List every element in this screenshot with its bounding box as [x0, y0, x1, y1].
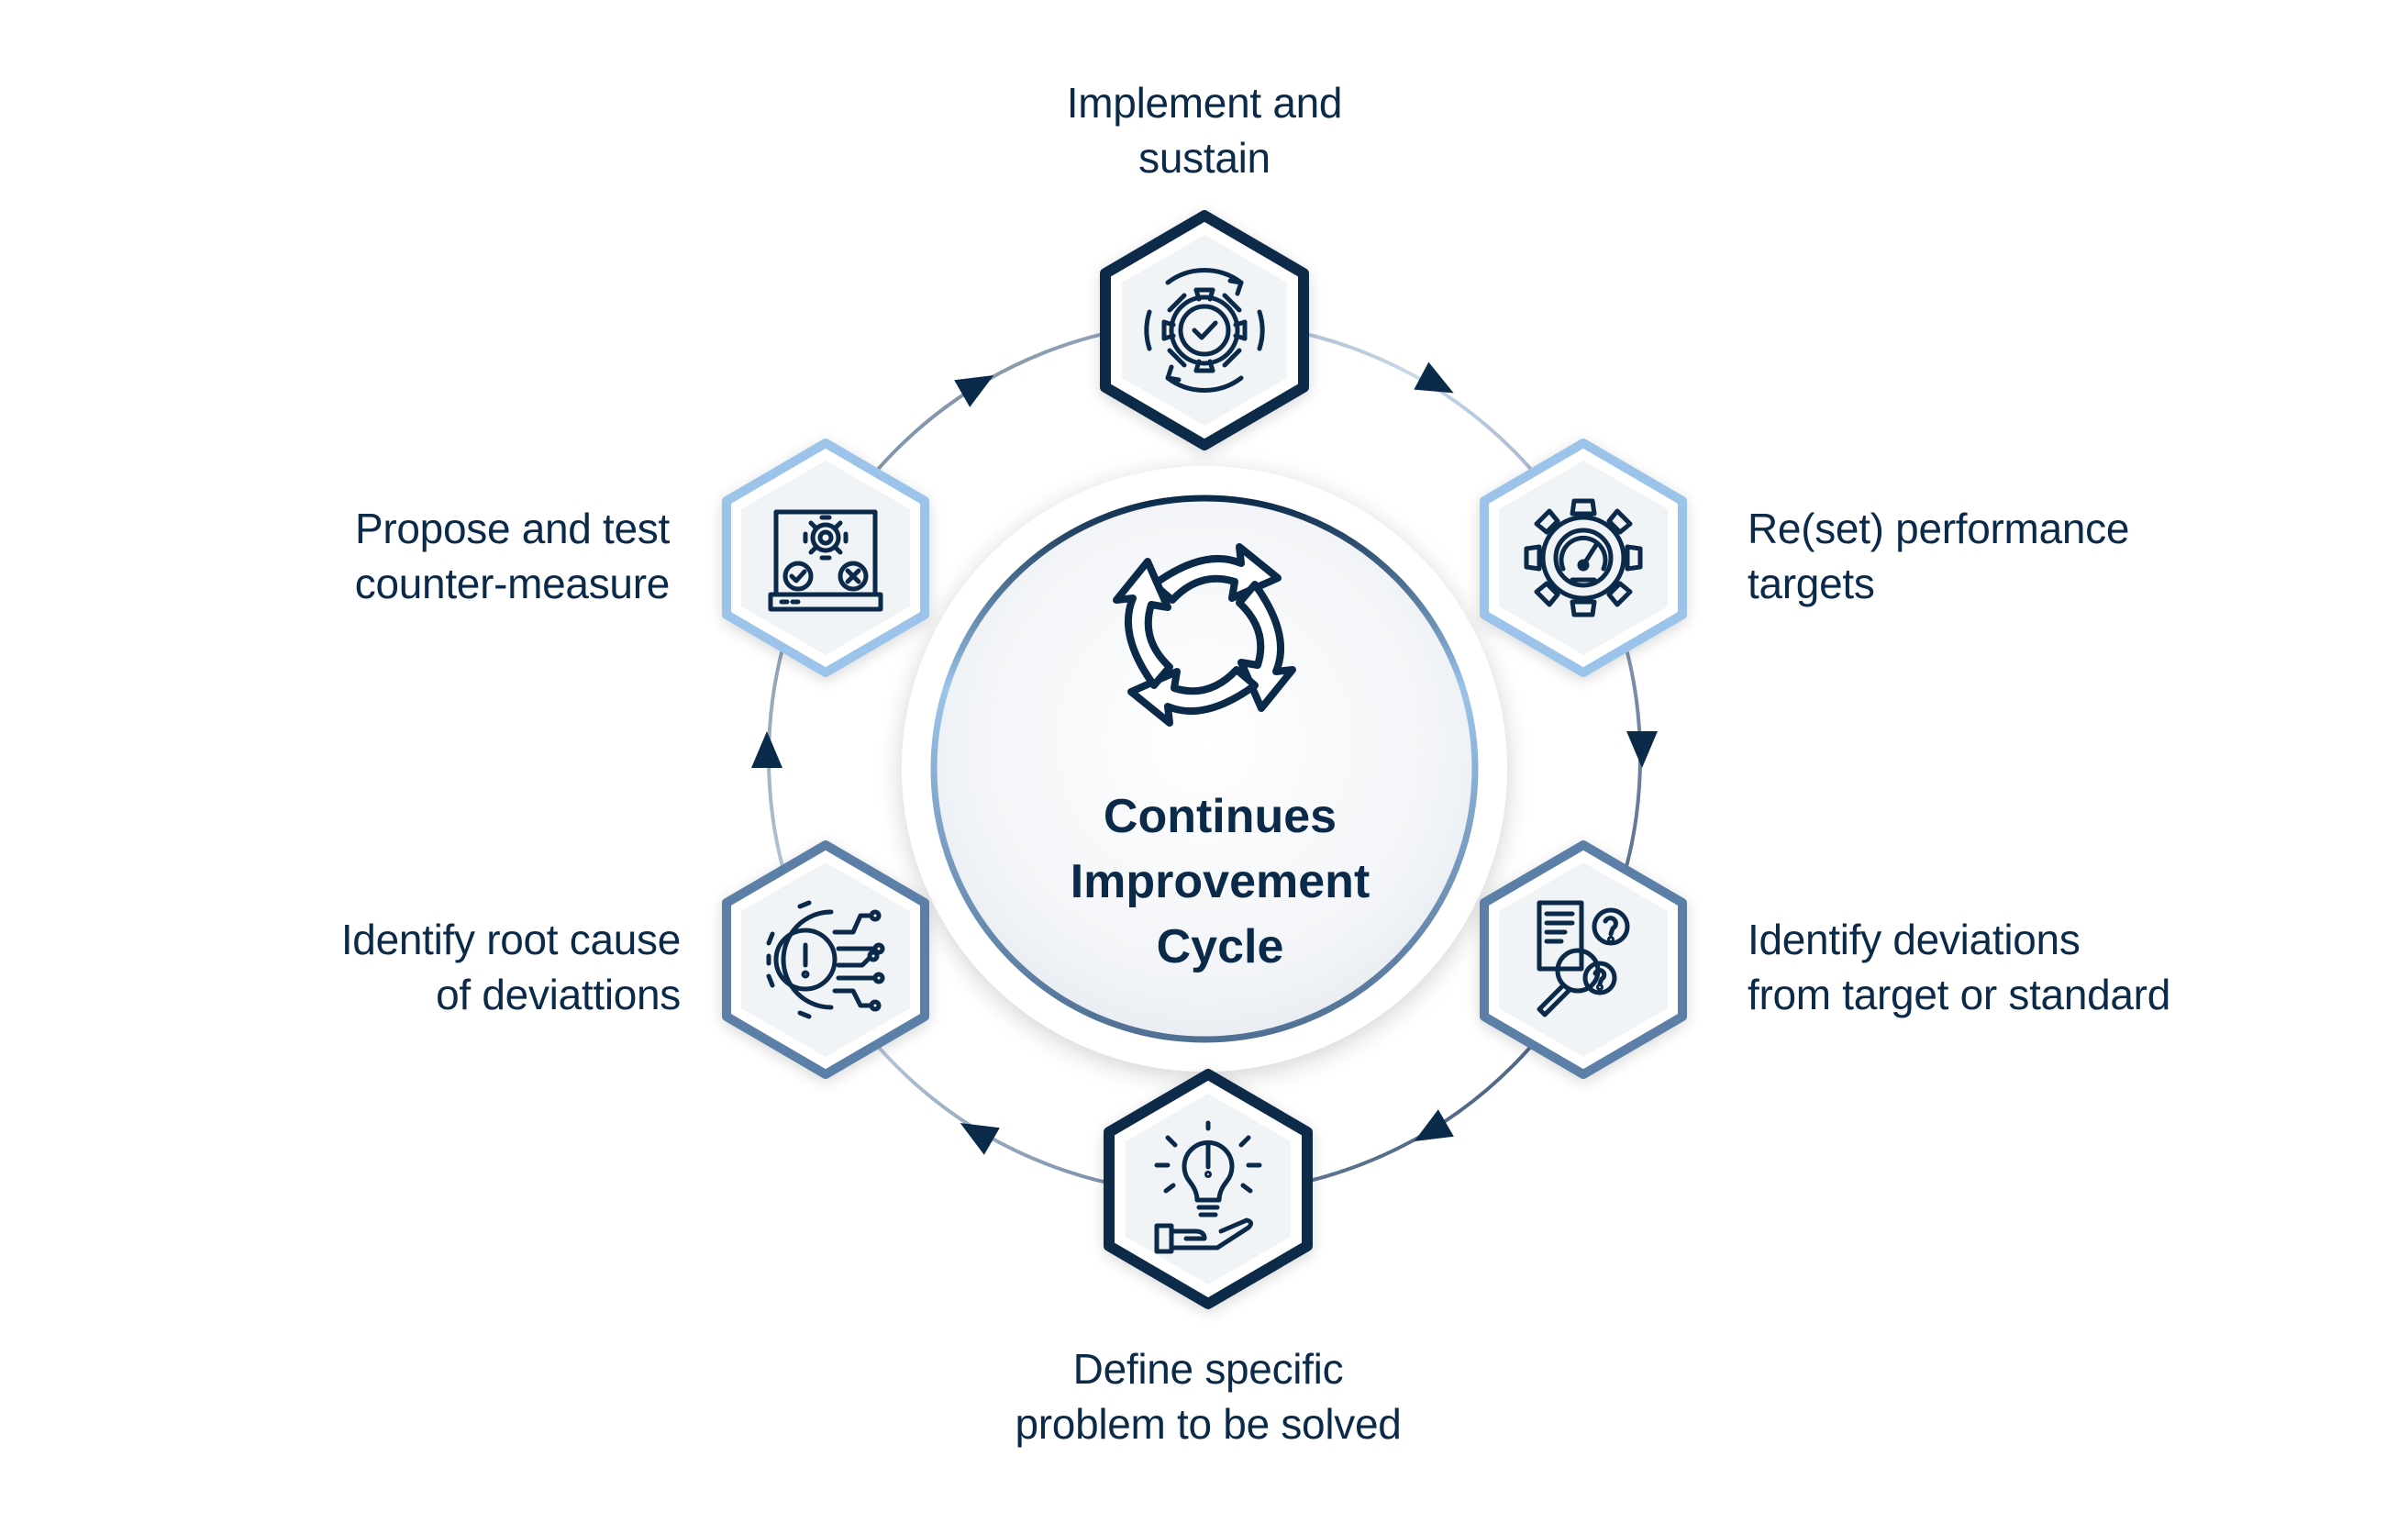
step-label-propose-test: Propose and test counter-measure [354, 505, 671, 607]
arrow-head [954, 375, 994, 407]
step-node-reset-targets [1480, 439, 1687, 677]
step-node-identify-deviations [1480, 840, 1687, 1079]
flow-arrows [751, 361, 1658, 1155]
arrow-head [1414, 1109, 1454, 1141]
step-label-implement: Implement and sustain [1066, 79, 1343, 182]
gear-check-icon [1144, 268, 1265, 393]
step-node-implement [1100, 210, 1309, 450]
step-label-root-cause: Identify root cause of deviattions [340, 916, 681, 1018]
step-label-identify-deviations: Identify deviations from target or stand… [1748, 916, 2170, 1018]
arrow-head [1626, 731, 1658, 768]
arrow-head [751, 731, 782, 768]
center-circle [902, 466, 1507, 1072]
laptop-gear-test-icon [768, 509, 883, 612]
center-title: Continues Improvement Cycle [936, 784, 1504, 980]
step-label-reset-targets: Re(set) performance targets [1748, 505, 2130, 607]
center-title-line: Continues [1103, 790, 1337, 843]
step-label-define-problem: Define specific problem to be solved [1015, 1345, 1402, 1448]
document-search-icon [1537, 900, 1630, 1017]
step-node-propose-test [722, 439, 929, 677]
step-node-root-cause [722, 840, 929, 1079]
center-title-line: Improvement [1070, 855, 1370, 908]
arrow-head [960, 1123, 1000, 1155]
idea-hand-icon [1154, 1120, 1262, 1254]
center-title-line: Cycle [1156, 920, 1284, 973]
gauge-gear-icon [1524, 498, 1643, 617]
step-node-define-problem [1104, 1069, 1313, 1309]
gear-alert-circuit-icon [766, 900, 885, 1019]
cycle-arrows-icon [1113, 543, 1296, 727]
arrow-head [1414, 361, 1454, 394]
